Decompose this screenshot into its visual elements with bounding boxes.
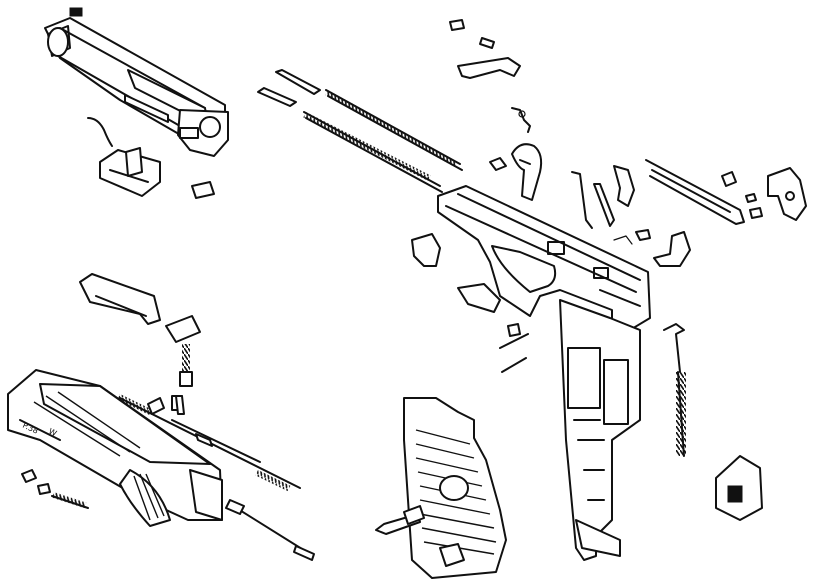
sear xyxy=(613,165,635,207)
magazine xyxy=(559,299,641,561)
trigger xyxy=(653,231,691,267)
hammer-strut xyxy=(489,157,507,171)
firing-pin-rod xyxy=(225,499,315,561)
spring-small-right xyxy=(613,229,651,245)
small-screw-parts xyxy=(499,323,529,373)
locking-block xyxy=(99,147,161,197)
small-slide-pins xyxy=(147,395,185,415)
hammer-spring xyxy=(663,323,686,457)
firing-pin xyxy=(117,394,301,492)
slide-stop xyxy=(457,283,501,313)
firing-pin-lock xyxy=(449,19,531,133)
small-spring-clip xyxy=(87,117,113,147)
barrel-assembly xyxy=(44,7,229,157)
grip-screw xyxy=(375,505,425,535)
safety-catch xyxy=(645,159,745,225)
slide-marking-w: W xyxy=(47,427,58,439)
takedown-lever xyxy=(411,233,441,267)
extractor-block xyxy=(165,315,201,343)
locking-pin xyxy=(191,181,215,199)
slide-small-parts xyxy=(21,469,89,509)
grip-panel xyxy=(403,397,507,579)
pistol-frame xyxy=(437,185,651,331)
slide: P.38 W xyxy=(7,369,223,527)
trigger-bar xyxy=(571,171,615,229)
recoil-spring-rods xyxy=(257,69,463,193)
small-pin-pair xyxy=(721,171,763,219)
cover-plate xyxy=(79,273,161,325)
ejector-housing xyxy=(767,167,807,221)
hammer xyxy=(511,143,543,201)
magazine-floor-plate xyxy=(715,455,763,521)
